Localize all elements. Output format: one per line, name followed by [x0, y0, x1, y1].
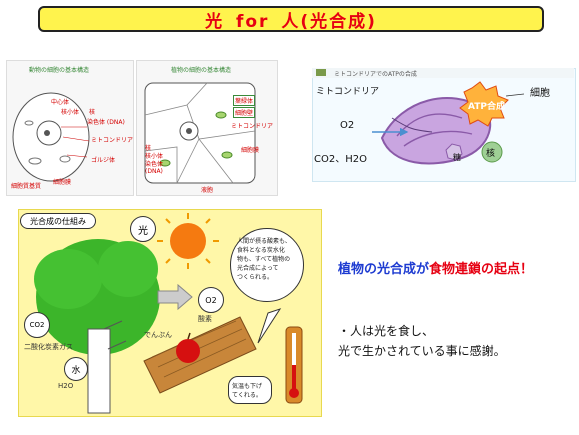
mito-atp-label: ATP合成 — [468, 102, 506, 112]
gratitude-line-1: ・人は光を食し、 — [338, 324, 435, 338]
starch-label: でんぷん — [144, 331, 172, 339]
speech-line: 人間が摂る酸素も、 — [237, 238, 291, 245]
label-nucleus: 核 — [89, 109, 96, 116]
mito-co2-label: CO2、H2O — [314, 154, 367, 165]
label-chloroplast: 葉緑体 — [233, 95, 256, 106]
label-centrosome: 中心体 — [51, 99, 70, 106]
label-chromosome: 染色体 (DNA) — [87, 119, 125, 126]
plant-cell-drawing — [144, 82, 256, 184]
title-bar: 光 for 人(光合成) — [38, 6, 544, 32]
mito-sugar-label: 糖 — [453, 153, 461, 162]
mitochondria-drawing — [372, 81, 525, 165]
thermo-line: 気温も下げ — [232, 383, 263, 390]
label-mitochondria: ミトコンドリア — [91, 137, 134, 144]
gratitude-line-2: 光で生かされている事に感謝。 — [338, 344, 506, 358]
animal-cell-drawing — [12, 92, 90, 182]
figure-number-badge — [316, 69, 326, 76]
plant-cell-figure: 植物の細胞の基本構造 葉緑体 細胞壁 ミトコンドリア 核 核小体 染色体 (DN… — [136, 60, 278, 196]
speech-line: 物も、すべて植物の — [237, 256, 291, 263]
title-subtitle: (光合成) — [300, 11, 377, 32]
page-title: 光 for 人(光合成) — [205, 7, 377, 32]
speech-line: つくられる。 — [237, 274, 274, 281]
label-plant-membrane: 細胞膜 — [241, 147, 260, 154]
thermometer-bubble: 気温も下げ てくれる。 — [228, 376, 272, 404]
speech-bubble: 人間が摂る酸素も、 食料となる炭水化 物も、すべて植物の 光合成によって つくら… — [230, 228, 304, 302]
speech-line: 光合成によって — [237, 265, 279, 272]
label-plant-nucleolus: 核小体 — [145, 153, 164, 160]
title-light-word: 光 — [205, 11, 225, 32]
thermo-line: てくれる。 — [232, 392, 262, 399]
label-membrane: 細胞膜 — [53, 179, 72, 186]
label-plant-nucleus: 核 — [145, 145, 152, 152]
balloon-co2: CO2 — [24, 312, 50, 338]
h2o-label: H2O — [58, 382, 74, 390]
plant-cell-heading: 植物の細胞の基本構造 — [171, 67, 232, 74]
main-statement: 植物の光合成が食物連鎖の起点！ — [338, 258, 533, 277]
main-statement-part1: 植物の光合成が — [338, 262, 430, 277]
label-cytoplasm: 細胞質基質 — [11, 183, 42, 190]
label-vacuole: 液胞 — [201, 187, 214, 194]
title-person-word: 人 — [281, 11, 301, 32]
animal-cell-heading: 動物の細胞の基本構造 — [29, 67, 90, 74]
balloon-light: 光 — [130, 216, 156, 242]
photosynthesis-heading: 光合成の仕組み — [20, 213, 96, 229]
label-plant-mitochondria: ミトコンドリア — [231, 123, 274, 130]
balloon-o2: O2 — [198, 287, 224, 313]
mito-mitochondria-label: ミトコンドリア — [316, 87, 380, 97]
main-statement-part2: 食物連鎖の起点！ — [429, 262, 534, 277]
animal-cell-figure: 動物の細胞の基本構造 中心体 核小体 核 染色体 (DNA) ミトコンドリア ゴ… — [6, 60, 134, 196]
mitochondria-caption: ミトコンドリアでのATPの合成 — [334, 71, 417, 78]
balloon-water: 水 — [64, 357, 88, 381]
mito-cell-label: 細胞 — [530, 88, 550, 99]
mito-o2-label: O2 — [340, 120, 355, 131]
title-for-word: for — [235, 11, 270, 32]
label-nucleolus: 核小体 — [61, 109, 80, 116]
co2-gas-label: 二酸化炭素ガス — [24, 343, 73, 351]
photosynthesis-drawing — [34, 213, 303, 414]
speech-line: 食料となる炭水化 — [237, 247, 285, 254]
mito-nucleus-label: 核 — [486, 149, 496, 159]
oxygen-label: 酸素 — [198, 315, 212, 323]
mitochondria-caption-bar: ミトコンドリアでのATPの合成 — [312, 68, 574, 78]
label-golgi: ゴルジ体 — [91, 157, 116, 164]
label-cell-wall: 細胞壁 — [233, 107, 256, 118]
label-plant-chromosome: 染色体 (DNA) — [145, 161, 164, 175]
